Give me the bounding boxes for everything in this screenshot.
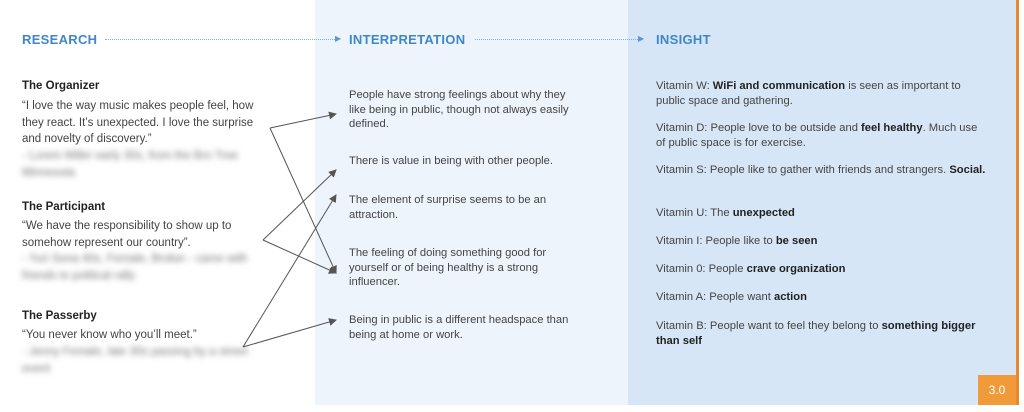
interpretation-item: Being in public is a different headspace… [349, 314, 569, 341]
interpretation-item: The feeling of doing something good for … [349, 247, 547, 288]
persona-attribution: - Jenny Female, late 30s passing by a st… [22, 346, 248, 375]
link-organizer-to-surprise [269, 127, 337, 274]
interpretation-column [315, 0, 628, 405]
link-passerby-to-value [242, 194, 337, 348]
insight-item: Vitamin 0: People crave organization [656, 263, 846, 275]
persona-quote: “You never know who you’ll meet.” [22, 329, 197, 341]
persona-title: The Organizer [22, 80, 100, 92]
interpretation-header: INTERPRETATION [349, 32, 466, 47]
link-participant-to-value [262, 169, 337, 241]
interpretation-item: There is value in being with other peopl… [349, 155, 553, 167]
research-column [0, 0, 315, 405]
persona-attribution: - Lorem Miller early 30s, from the Bro T… [22, 150, 239, 179]
interpretation-arrow-icon: ▶ [638, 34, 645, 43]
insight-item: Vitamin B: People want to feel they belo… [656, 320, 976, 347]
persona-quote: “We have the responsibility to show up t… [22, 220, 232, 249]
orange-edge-bar [1016, 0, 1019, 405]
insight-item: Vitamin U: The unexpected [656, 207, 795, 219]
insight-item: Vitamin W: WiFi and communication is see… [656, 80, 961, 107]
research-header: RESEARCH [22, 32, 98, 47]
persona-title: The Participant [22, 201, 106, 213]
insight-item: Vitamin S: People like to gather with fr… [656, 164, 986, 176]
link-passerby-to-headspace [242, 318, 337, 348]
insight-item: Vitamin A: People want action [656, 291, 807, 303]
research-arrow-icon: ▶ [335, 34, 342, 43]
research-connector-dots [105, 39, 335, 40]
persona-title: The Passerby [22, 310, 97, 322]
interpretation-item: The element of surprise seems to be an a… [349, 194, 547, 221]
interpretation-connector-dots [475, 39, 638, 40]
insight-column [628, 0, 1016, 405]
insight-header: INSIGHT [656, 32, 711, 47]
interpretation-item: People have strong feelings about why th… [349, 89, 569, 130]
insight-item: Vitamin I: People like to be seen [656, 235, 818, 247]
link-participant-to-surprise [262, 239, 337, 274]
persona-quote: “I love the way music makes people feel,… [22, 100, 254, 145]
page-number-badge: 3.0 [978, 375, 1016, 405]
insight-item: Vitamin D: People love to be outside and… [656, 122, 978, 149]
link-organizer-to-feelings [269, 111, 337, 129]
persona-attribution: - Yuri Sona 40s, Female, Broker - came w… [22, 253, 248, 282]
